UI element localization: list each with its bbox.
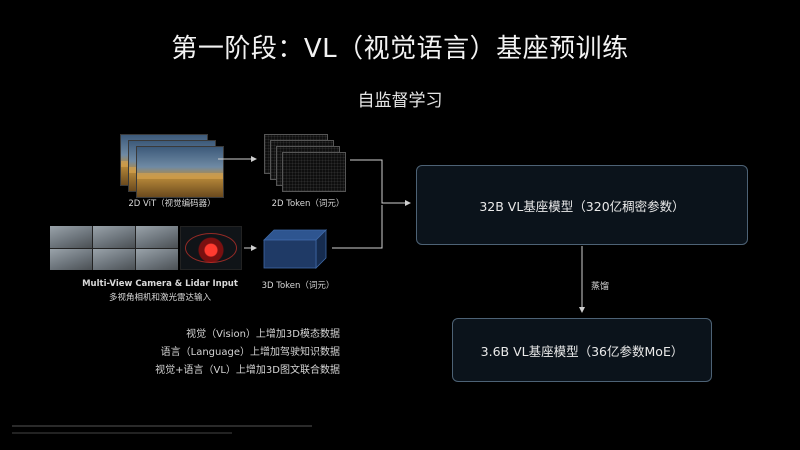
vit-image-front [136, 146, 224, 198]
connector-token2d-to-model [350, 159, 411, 206]
token3d-block [263, 229, 327, 269]
multiview-camera-image [50, 226, 178, 270]
camera-view [93, 226, 135, 248]
token2d-layer-4 [282, 152, 346, 192]
note-vision: 视觉（Vision）上增加3D模态数据 [186, 329, 340, 340]
small-model-box: 3.6B VL基座模型（36亿参数MoE） [452, 318, 712, 382]
camera-view [136, 226, 178, 248]
page-subtitle: 自监督学习 [357, 91, 443, 111]
lidar-image [180, 226, 242, 270]
token2d-label: 2D Token（词元） [271, 199, 345, 209]
big-model-box: 32B VL基座模型（320亿稠密参数） [416, 165, 748, 245]
small-model-label: 3.6B VL基座模型（36亿参数MoE） [480, 343, 684, 359]
camera-view [50, 248, 92, 270]
multiview-label-en: Multi-View Camera & Lidar Input [82, 279, 238, 289]
camera-view [93, 248, 135, 270]
page-title: 第一阶段：VL（视觉语言）基座预训练 [171, 34, 629, 64]
camera-view [50, 226, 92, 248]
token3d-label: 3D Token（词元） [261, 281, 335, 291]
footnote-line [12, 425, 312, 427]
note-language: 语言（Language）上增加驾驶知识数据 [160, 347, 340, 358]
connector-token3d-to-model [332, 205, 383, 249]
multiview-label-zh: 多视角相机和激光雷达输入 [108, 293, 211, 303]
camera-view [136, 248, 178, 270]
big-model-label: 32B VL基座模型（320亿稠密参数） [479, 198, 685, 214]
distill-label: 蒸馏 [591, 282, 610, 292]
footnote-line [12, 432, 232, 434]
vit-label: 2D ViT（视觉编码器） [128, 199, 216, 209]
note-vl: 视觉+语言（VL）上增加3D图文联合数据 [155, 365, 340, 376]
